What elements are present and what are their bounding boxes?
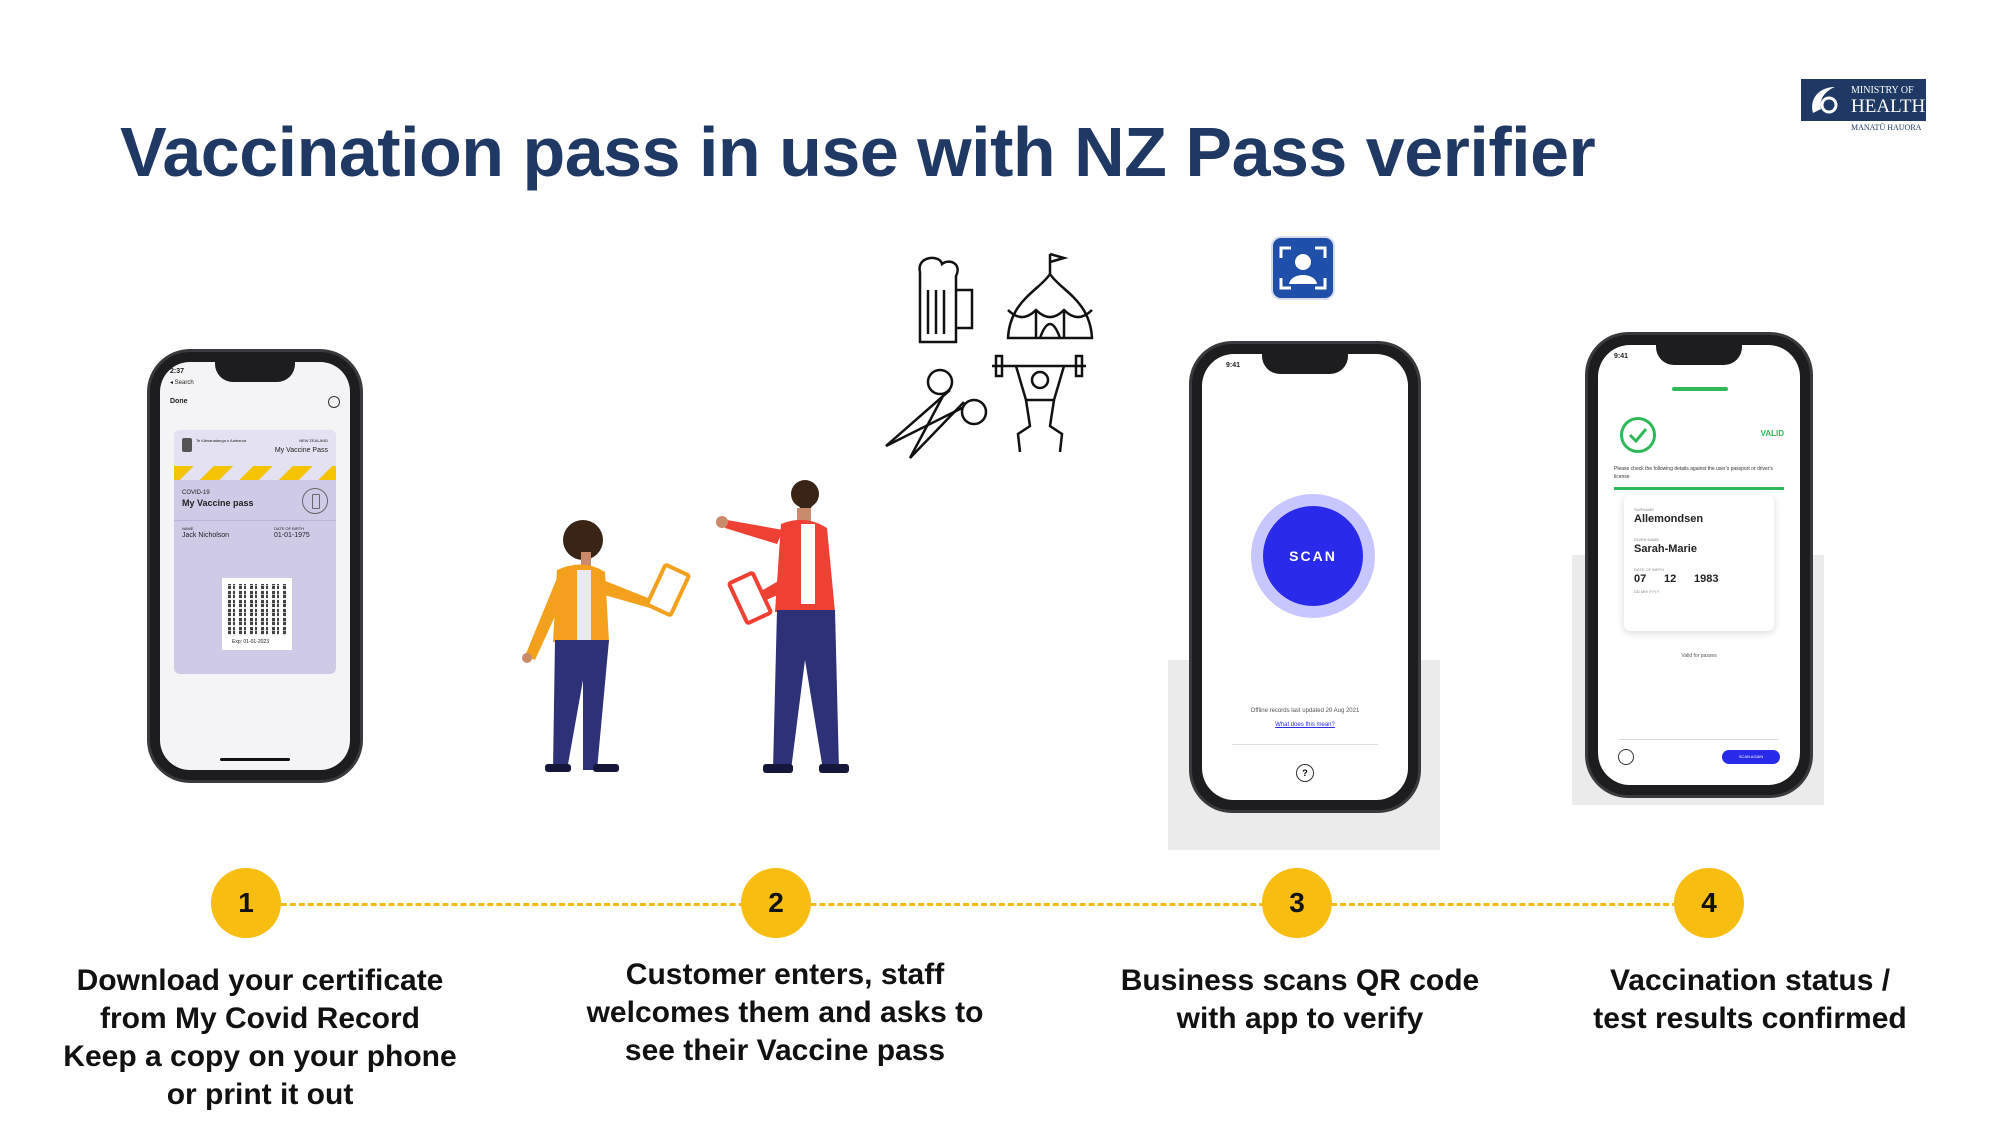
ministry-of-health-logo: MINISTRY OF HEALTH MANATŪ HAUORA [1801, 79, 1926, 132]
valid-for-label: Valid for passes [1681, 653, 1717, 659]
phone-verifier-result: 9:41 VALID Please check the following de… [1588, 335, 1810, 795]
staff-figure [716, 480, 849, 773]
vaccine-vial-icon [302, 488, 328, 514]
step-2-text: Customer enters, staff welcomes them and… [586, 958, 984, 1067]
scissors-icon [885, 368, 988, 459]
instructions-text: Please check the following details again… [1614, 466, 1773, 480]
phone-screen: 2:37 ◂ Search Done Te Kāwanatanga o Aote… [160, 362, 350, 770]
expiry-label: Exp: 01-01-2023 [232, 639, 269, 645]
nz-crest-icon [182, 438, 192, 452]
scan-again-button[interactable]: SCAN AGAIN [1722, 750, 1780, 764]
step-1-number: 1 [211, 868, 281, 938]
logo-line-1: MINISTRY OF [1851, 85, 1914, 96]
back-link[interactable]: ◂ Search [170, 380, 194, 386]
home-indicator [220, 758, 290, 761]
logo-line-3: MANATŪ HAUORA [1851, 123, 1922, 132]
venue-icons [885, 252, 1094, 459]
status-time: 2:37 [170, 368, 185, 375]
dob-year: 1983 [1694, 573, 1719, 585]
phone-screen: 9:41 VALID Please check the following de… [1598, 345, 1800, 785]
scan-button[interactable]: SCAN [1263, 506, 1363, 606]
given-label: GIVEN NAME [1634, 537, 1660, 542]
valid-status: VALID [1760, 429, 1784, 438]
name-value: Jack Nicholson [182, 532, 230, 539]
more-icon[interactable] [328, 396, 340, 408]
check-circle-icon [1620, 417, 1656, 453]
given-value: Sarah-Marie [1634, 543, 1697, 555]
surname-value: Allemondsen [1634, 513, 1704, 525]
beer-mug-icon [918, 256, 974, 344]
phone-verifier-scan: 9:41 SCAN Offline records last updated 2… [1192, 344, 1418, 810]
top-valid-bar [1672, 387, 1728, 391]
dob-month: 12 [1664, 573, 1677, 585]
step-3-number: 3 [1262, 868, 1332, 938]
logo-line-2: HEALTH [1851, 96, 1926, 117]
customer-figure [522, 520, 691, 772]
covid-label: COVID-19 [182, 490, 210, 496]
question-icon[interactable]: ? [1296, 764, 1314, 782]
dob-label: DATE OF BIRTH [274, 526, 305, 531]
issuer-label: Te Kāwanatanga o Aotearoa [196, 438, 247, 443]
pass-title: My Vaccine pass [182, 498, 254, 508]
offline-note: Offline records last updated 20 Aug 2021 [1250, 708, 1360, 714]
timeline-dashed-line [245, 903, 1705, 906]
phone-screen: 9:41 SCAN Offline records last updated 2… [1202, 354, 1408, 800]
status-time: 9:41 [1614, 353, 1629, 360]
progress-bar [1614, 487, 1784, 490]
pass-header: My Vaccine Pass [274, 447, 328, 454]
document-icon[interactable] [1618, 749, 1634, 765]
country-label: NEW ZEALAND [299, 438, 328, 443]
vaccine-pass-card: Te Kāwanatanga o Aotearoa NEW ZEALAND My… [174, 430, 336, 674]
page-title: Vaccination pass in use with NZ Pass ver… [120, 113, 1596, 191]
phone-vaccine-pass: 2:37 ◂ Search Done Te Kāwanatanga o Aote… [150, 352, 360, 780]
step-3-text: Business scans QR code with app to verif… [1120, 964, 1480, 1035]
step-1-text: Download your certificate from My Covid … [63, 964, 457, 1111]
dob-day: 07 [1634, 573, 1647, 585]
fern-koru-icon [1812, 87, 1838, 114]
face-scan-icon [1273, 238, 1333, 298]
dob-label: DATE OF BIRTH [1634, 567, 1665, 572]
step-2-number: 2 [741, 868, 811, 938]
qr-code: Exp: 01-01-2023 [222, 578, 292, 650]
surname-label: SURNAME [1634, 507, 1655, 512]
status-time: 9:41 [1226, 362, 1241, 369]
result-card: SURNAME Allemondsen GIVEN NAME Sarah-Mar… [1624, 495, 1774, 631]
done-button[interactable]: Done [170, 398, 188, 405]
customer-staff-illustration [522, 480, 849, 773]
help-link[interactable]: What does this mean? [1275, 722, 1335, 728]
step-4-number: 4 [1674, 868, 1744, 938]
dob-format: DD MM YYYY [1634, 589, 1660, 594]
weightlifter-icon [992, 354, 1086, 453]
name-label: NAME [182, 526, 194, 531]
step-4-text: Vaccination status / test results confir… [1593, 964, 1907, 1035]
dob-value: 01-01-1975 [274, 532, 310, 539]
circus-tent-icon [1006, 252, 1094, 340]
